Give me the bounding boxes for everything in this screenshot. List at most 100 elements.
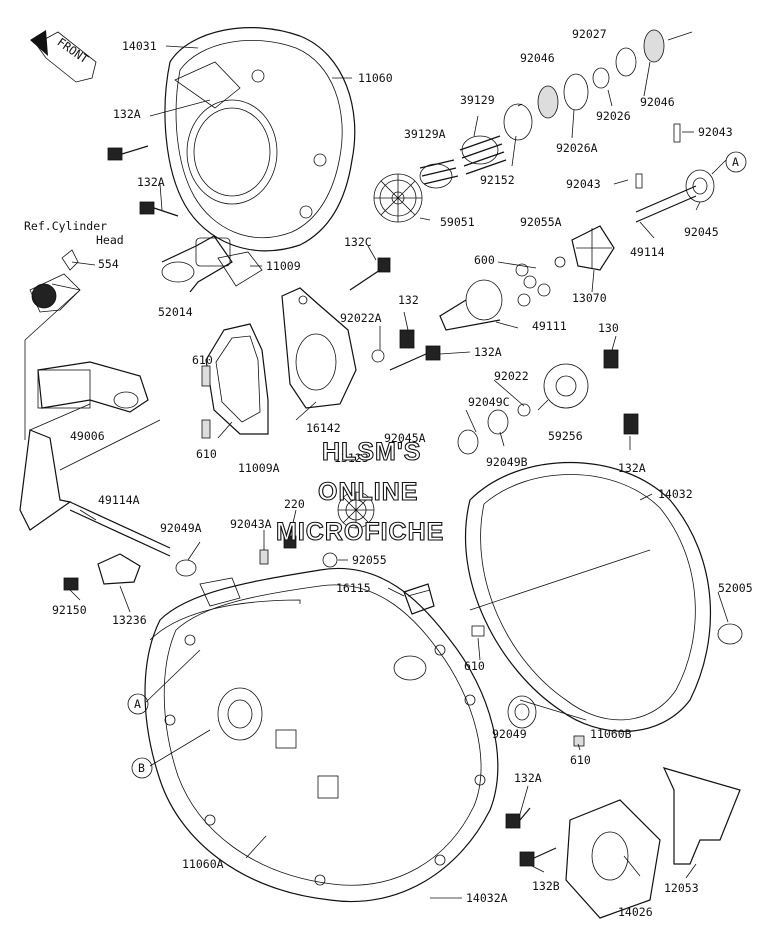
water-outlet-drawing — [161, 235, 263, 293]
oring-92055a — [554, 256, 566, 268]
clutch-cover-drawing — [164, 27, 356, 252]
cap-16115 — [403, 583, 435, 615]
part-label: 39129 — [460, 93, 495, 107]
part-label: 92049A — [160, 521, 202, 535]
part-label: 554 — [98, 257, 119, 271]
bolt-132a-lower — [505, 813, 521, 829]
front-direction-badge: FRONT — [30, 30, 97, 83]
part-label: 132C — [344, 235, 372, 249]
ref-note-line2: Head — [96, 233, 124, 247]
cylinder-head-fitting-drawing — [24, 249, 96, 440]
pump-housing-drawing — [205, 287, 357, 435]
bolt-132a-center — [389, 345, 441, 371]
bolt-132c — [349, 257, 391, 291]
governor-49111-drawing — [439, 279, 503, 331]
part-label: 49114 — [630, 245, 665, 259]
part-label: 92022 — [494, 369, 529, 383]
part-label: 59051 — [440, 215, 475, 229]
part-label: 49111 — [532, 319, 567, 333]
gear-59256-drawing — [457, 363, 589, 455]
part-label: 92022A — [340, 311, 382, 325]
crankcase-cover-drawing — [144, 567, 499, 903]
callout-markers: A A B — [127, 151, 747, 779]
impeller-13070-drawing — [571, 225, 615, 271]
hose-49006-drawing — [29, 361, 161, 471]
watermark-line-3: MICROFICHE — [276, 518, 444, 546]
spring-stack-drawing — [419, 29, 693, 189]
callout-a-top: A — [732, 155, 739, 169]
watermark-line-2: ONLINE — [318, 478, 418, 506]
part-label: 11009A — [238, 461, 280, 475]
part-label: 92055A — [520, 215, 562, 229]
part-label: 14026 — [618, 905, 653, 919]
ref-note-line1: Ref.Cylinder — [24, 219, 107, 233]
part-label: 39129A — [404, 127, 446, 141]
part-label: 13123 — [334, 451, 369, 465]
part-label: 132A — [474, 345, 502, 359]
bolt-132 — [399, 329, 415, 349]
part-label: 52005 — [718, 581, 753, 595]
part-label: 92055 — [352, 553, 387, 567]
dowel-pin-3 — [573, 735, 585, 747]
part-label: 13070 — [572, 291, 607, 305]
sprocket-guard-drawing — [565, 767, 741, 919]
part-labels: 14031 11060 132A 132A 554 52014 11009 13… — [52, 27, 753, 919]
oring-92055 — [322, 552, 338, 568]
part-label: 92043A — [230, 517, 272, 531]
part-label: 13236 — [112, 613, 147, 627]
part-label: 49006 — [70, 429, 105, 443]
part-label: 610 — [196, 447, 217, 461]
part-label: 610 — [192, 353, 213, 367]
bolt-132b — [519, 851, 535, 867]
dowel-pin-2 — [201, 419, 211, 439]
part-label: 92046 — [520, 51, 555, 65]
gear-13123-drawing — [337, 491, 375, 529]
part-label: 92045A — [384, 431, 426, 445]
part-label: 132A — [514, 771, 542, 785]
part-label: 610 — [570, 753, 591, 767]
ball-600-3 — [537, 283, 551, 297]
pin-92043a — [259, 549, 269, 565]
part-label: 14031 — [122, 39, 157, 53]
callout-b-left: B — [138, 761, 145, 775]
part-label: 14032 — [658, 487, 693, 501]
dowel-pin-1 — [201, 365, 211, 387]
part-label: 132A — [618, 461, 646, 475]
part-label: 92152 — [480, 173, 515, 187]
leader-lines — [69, 45, 729, 899]
part-label: 49114A — [98, 493, 140, 507]
part-label: 92026A — [556, 141, 598, 155]
part-label: 92026 — [596, 109, 631, 123]
gear-59051-drawing — [373, 173, 423, 223]
part-label: 16115 — [336, 581, 371, 595]
ball-600-4 — [517, 293, 531, 307]
part-label: 92150 — [52, 603, 87, 617]
part-label: 610 — [464, 659, 485, 673]
part-label: 600 — [474, 253, 495, 267]
front-label: FRONT — [55, 35, 91, 66]
watermark: HLSM'S ONLINE MICROFICHE — [275, 437, 444, 546]
part-label: 220 — [284, 497, 305, 511]
part-label: 92027 — [572, 27, 607, 41]
part-label: 11060A — [182, 857, 224, 871]
bolt-132a-1 — [107, 145, 149, 161]
part-label: 12053 — [664, 881, 699, 895]
watermark-line-1: HLSM'S — [322, 438, 421, 466]
part-label: 132B — [532, 879, 560, 893]
part-label: 92046 — [640, 95, 675, 109]
bearing-92049-inner — [514, 703, 530, 721]
outer-cover-drawing — [465, 461, 743, 732]
part-label: 92043 — [698, 125, 733, 139]
part-label: 11009 — [266, 259, 301, 273]
bolt-130 — [603, 349, 619, 369]
part-label: 92049C — [468, 395, 510, 409]
bolt-132a-2 — [139, 201, 179, 217]
part-label: 59256 — [548, 429, 583, 443]
ball-600-2 — [523, 275, 537, 289]
part-label: 92043 — [566, 177, 601, 191]
part-label: 92049B — [486, 455, 528, 469]
part-label: 16142 — [306, 421, 341, 435]
ball-600-1 — [515, 263, 529, 277]
part-label: 11060 — [358, 71, 393, 85]
